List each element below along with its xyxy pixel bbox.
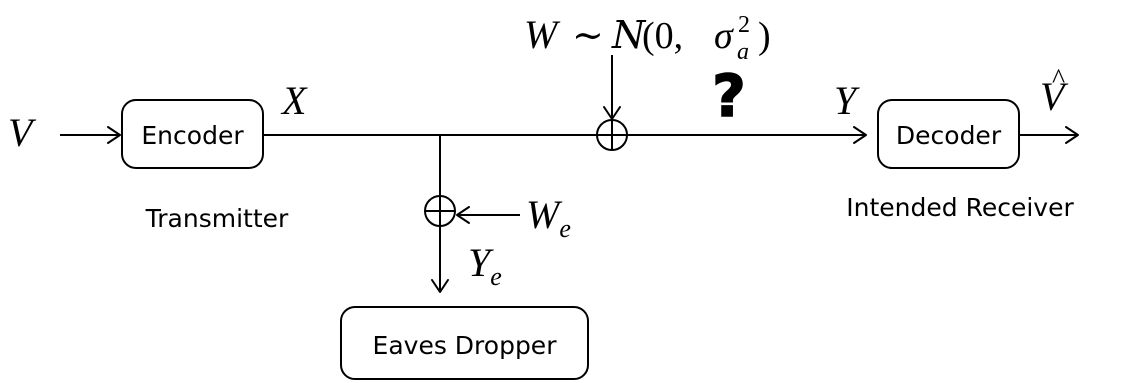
eavesdropper-adder xyxy=(424,195,456,227)
encoder-label: Encoder xyxy=(141,121,244,150)
sigma-superscript: 2 xyxy=(738,12,750,38)
normal-dist-close: ) xyxy=(758,15,771,57)
output-arrowhead xyxy=(1065,126,1079,144)
input-arrowhead xyxy=(107,126,121,144)
input-label-v: V xyxy=(8,110,37,155)
sigma-subscript: a xyxy=(737,39,749,65)
eavesdropper-noise-label: We xyxy=(526,192,571,243)
distributed-as-symbol: ∼ xyxy=(572,15,604,57)
estimate-hat-accent: ^ xyxy=(1052,64,1065,95)
decoder-label: Decoder xyxy=(896,121,1002,150)
eavesdropper-output-arrowhead xyxy=(431,279,449,293)
channel-output-label-y: Y xyxy=(834,78,860,123)
estimate-label-v: V xyxy=(1040,74,1069,119)
normal-dist-open: (0, xyxy=(642,15,683,57)
transmitter-caption: Transmitter xyxy=(145,204,289,233)
main-channel-arrowhead xyxy=(853,126,867,144)
eavesdropper-noise-arrowhead xyxy=(456,206,470,224)
normal-dist-symbol: N xyxy=(611,13,647,57)
eavesdropper-block xyxy=(340,306,589,380)
noise-distribution-label: W ∼ N (0, σ 2 a ) xyxy=(524,12,771,65)
sigma-symbol: σ xyxy=(714,15,734,57)
eavesdropper-output-label: Ye xyxy=(468,240,502,291)
channel-input-label-x: X xyxy=(280,78,308,123)
unknown-channel-mark: ? xyxy=(712,62,746,130)
main-adder xyxy=(596,119,628,151)
receiver-caption: Intended Receiver xyxy=(846,193,1074,222)
noise-symbol-w: W xyxy=(524,12,561,57)
eavesdropper-label: Eaves Dropper xyxy=(373,331,558,360)
